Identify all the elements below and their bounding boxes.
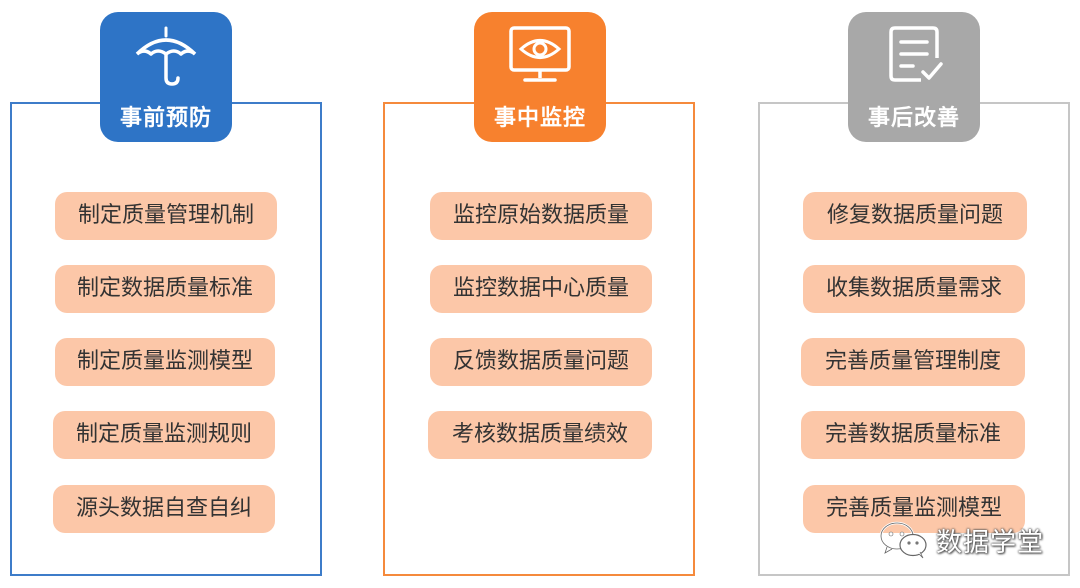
list-item: 监控数据中心质量 [430,265,652,313]
list-item: 收集数据质量需求 [803,265,1025,313]
column-prevention-badge: 事前预防 [100,12,232,142]
list-item: 源头数据自查自纠 [53,485,275,533]
monitor-eye-icon [509,26,571,82]
list-item: 完善数据质量标准 [801,411,1025,459]
list-item: 制定数据质量标准 [55,265,275,313]
list-item: 修复数据质量问题 [803,192,1027,240]
list-item: 制定质量监测模型 [55,338,275,386]
list-item: 完善质量管理制度 [801,338,1025,386]
column-title: 事后改善 [867,106,960,131]
list-item: 监控原始数据质量 [430,192,652,240]
umbrella-icon [135,26,197,86]
document-check-icon [889,26,943,82]
wechat-icon [879,521,927,559]
watermark: 数据学堂 [878,519,1044,561]
watermark-text: 数据学堂 [936,527,1045,558]
list-item: 反馈数据质量问题 [430,338,652,386]
list-item: 制定质量管理机制 [55,192,277,240]
list-item: 完善质量监测模型 [803,485,1025,533]
list-item: 考核数据质量绩效 [428,411,652,459]
column-improvement-badge: 事后改善 [848,12,980,142]
column-monitoring-badge: 事中监控 [474,12,606,142]
list-item: 制定质量监测规则 [53,411,275,459]
column-title: 事前预防 [119,106,212,131]
column-title: 事中监控 [493,106,586,131]
